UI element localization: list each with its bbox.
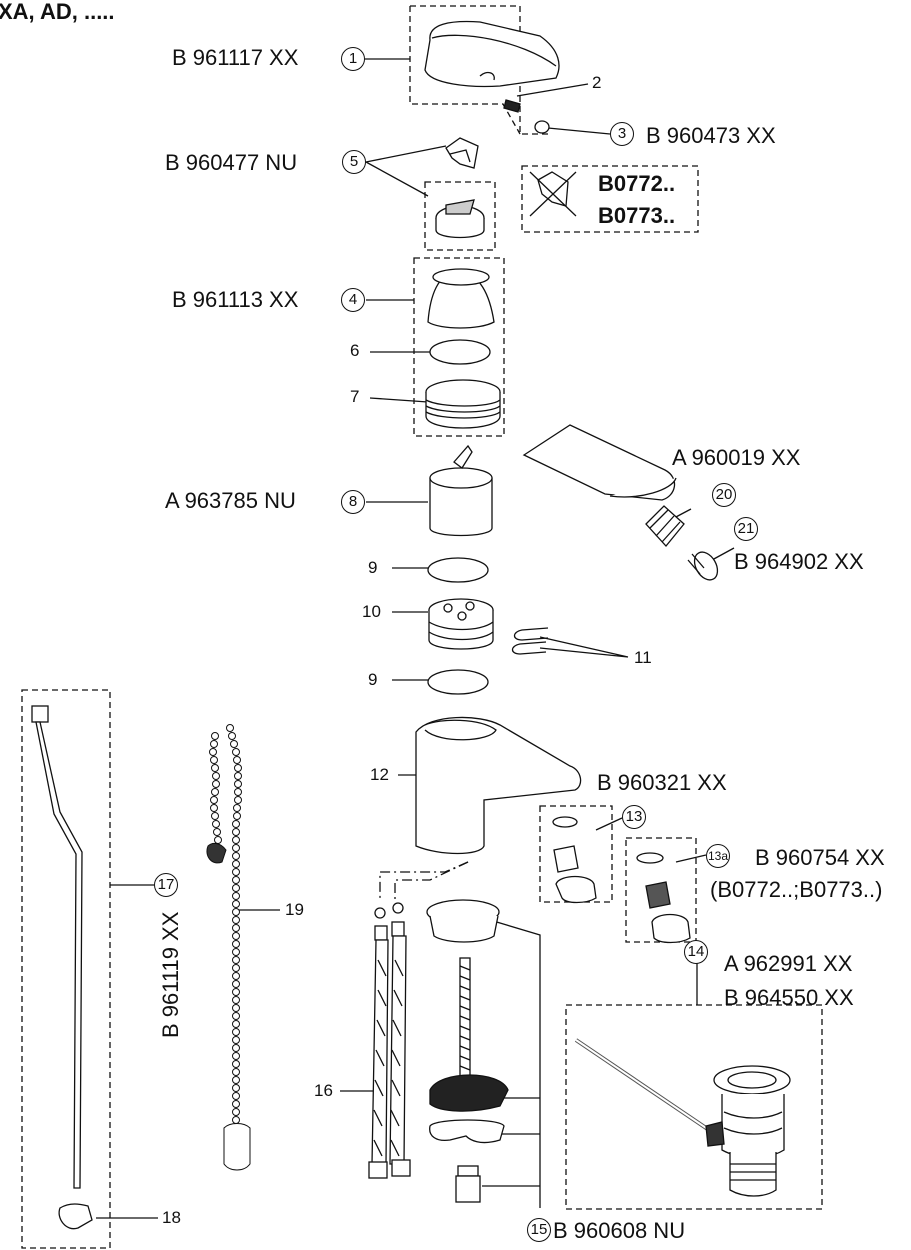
header-fragment: XA, AD, .....: [0, 0, 115, 24]
item-number-4: 4: [341, 288, 365, 312]
part-threaded-ring: [425, 379, 501, 429]
item-number-14: 14: [684, 940, 708, 964]
item-number-3: 3: [610, 122, 634, 146]
part-code-3: B 960473 XX: [646, 123, 776, 148]
excluded-model-1: B0772..: [598, 171, 676, 196]
part-valve-disc: [428, 598, 494, 650]
part-code-13a: B 960754 XX: [755, 845, 885, 870]
part-horseshoe: [429, 1119, 505, 1144]
part-u-clips: [511, 627, 549, 655]
part-body: [415, 716, 582, 855]
item-number-18: 18: [162, 1208, 181, 1227]
item-number-16: 16: [314, 1081, 333, 1100]
item-number-9a: 9: [368, 558, 378, 577]
dashed-boxes: [21, 5, 823, 1249]
part-excluded-clip: [529, 171, 577, 217]
part-flange: [426, 899, 500, 943]
part-o-ring-9a: [427, 557, 489, 583]
part-aerator-13a-set: [636, 852, 691, 944]
part-chain: [206, 724, 251, 1171]
part-popup-waste: [574, 1038, 791, 1197]
part-aerator-20: [645, 505, 685, 547]
part-code-5: B 960477 NU: [165, 150, 298, 175]
item-number-20: 20: [712, 483, 736, 507]
item-number-8: 8: [341, 490, 365, 514]
part-code-13a-note: (B0772..;B0773..): [710, 877, 883, 902]
part-cap: [534, 120, 550, 134]
part-o-ring-9b: [427, 669, 489, 695]
part-code-13: B 960321 XX: [597, 770, 727, 795]
item-number-17: 17: [154, 873, 178, 897]
part-clip: [445, 137, 479, 169]
part-code-spout: A 960019 XX: [672, 445, 801, 470]
part-code-14b: B 964550 XX: [724, 985, 854, 1010]
part-code-14a: A 962991 XX: [724, 951, 853, 976]
item-number-21: 21: [734, 517, 758, 541]
leader-lines: [96, 58, 735, 1219]
part-grub-screw: [503, 99, 521, 113]
item-number-1: 1: [341, 47, 365, 71]
part-lift-rod: [31, 705, 93, 1230]
part-hoses: [368, 902, 411, 1179]
item-number-13: 13: [622, 805, 646, 829]
part-code-8: A 963785 NU: [165, 488, 296, 513]
item-number-7: 7: [350, 387, 360, 406]
part-code-4: B 961113 XX: [172, 287, 299, 312]
part-aerator-13-set: [552, 816, 597, 904]
part-threaded-rod: [459, 957, 471, 1079]
part-spout: [522, 424, 677, 501]
item-number-10: 10: [362, 602, 381, 621]
part-aerator-21: [687, 551, 719, 581]
item-number-19: 19: [285, 900, 304, 919]
part-clip-base: [435, 199, 485, 239]
part-code-1: B 961117 XX: [172, 45, 299, 70]
part-cartridge: [429, 444, 493, 537]
part-fixing-plate: [429, 1074, 509, 1112]
part-lever: [424, 20, 560, 88]
part-code-15: B 960608 NU: [553, 1218, 686, 1243]
part-o-ring-6: [429, 339, 491, 365]
part-nut: [455, 1165, 481, 1203]
part-cover: [427, 268, 495, 329]
item-number-5: 5: [342, 150, 366, 174]
item-number-13a: 13a: [706, 844, 730, 868]
item-number-15: 15: [527, 1218, 551, 1242]
item-number-2: 2: [592, 73, 602, 92]
part-code-17: B 961119 XX: [158, 911, 183, 1038]
part-code-21: B 964902 XX: [734, 549, 864, 574]
item-number-6: 6: [350, 341, 360, 360]
item-number-9b: 9: [368, 670, 378, 689]
item-number-11: 11: [634, 648, 652, 667]
excluded-model-2: B0773..: [598, 203, 676, 228]
item-number-12: 12: [370, 765, 389, 784]
